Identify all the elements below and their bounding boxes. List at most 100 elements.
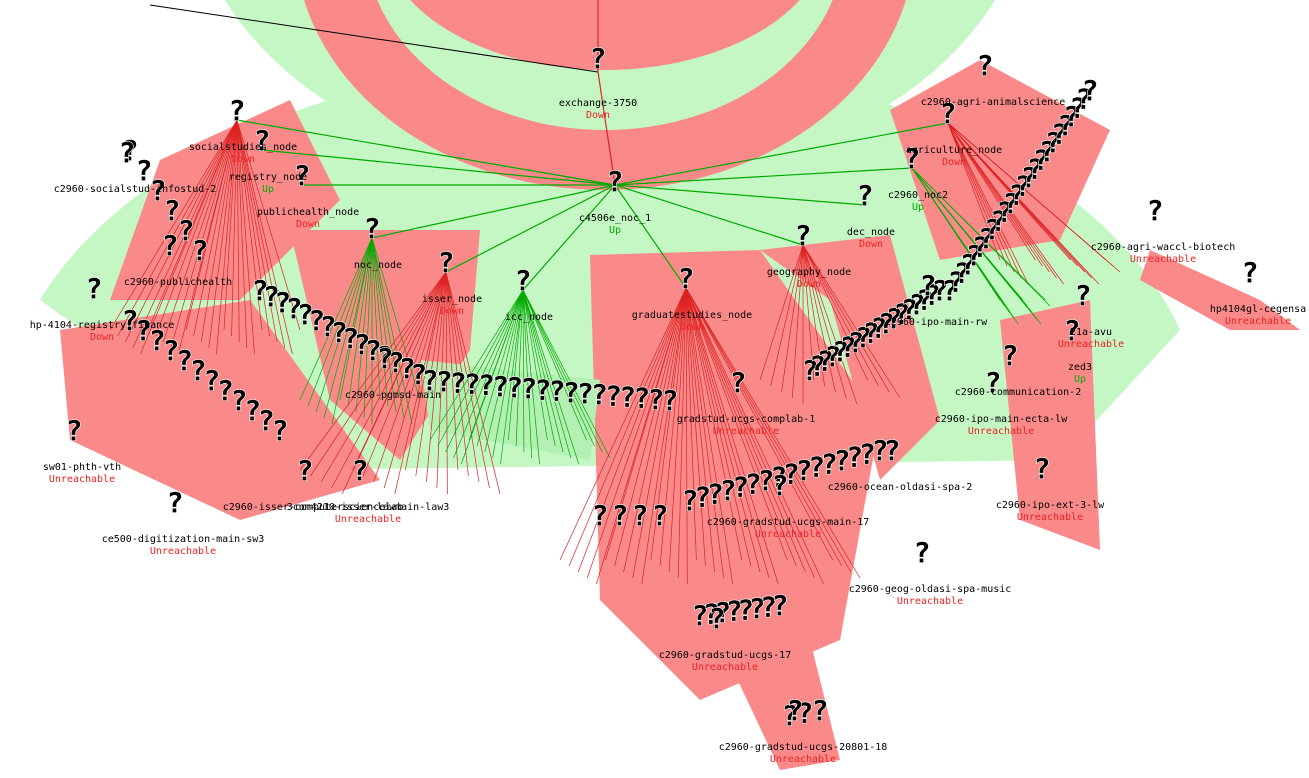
question-mark-icon[interactable]: ? [661,383,679,417]
question-mark-icon[interactable]: ? [163,193,181,227]
question-mark-icon[interactable]: ? [651,498,669,532]
question-mark-icon[interactable]: ? [589,41,607,75]
question-mark-icon[interactable]: ? [977,221,995,255]
question-mark-icon[interactable]: ? [744,467,762,501]
question-mark-icon[interactable]: ? [833,443,851,477]
question-mark-icon[interactable]: ? [633,381,651,415]
question-mark-icon[interactable]: ? [520,372,538,406]
question-mark-icon[interactable]: ? [262,279,280,313]
question-mark-icon[interactable]: ? [1032,143,1050,177]
question-mark-icon[interactable]: ? [984,213,1002,247]
question-mark-icon[interactable]: ? [1057,108,1075,142]
question-mark-icon[interactable]: ? [514,263,532,297]
question-mark-icon[interactable]: ? [463,367,481,401]
question-mark-icon[interactable]: ? [862,316,880,350]
question-mark-icon[interactable]: ? [253,123,271,157]
question-mark-icon[interactable]: ? [931,273,949,307]
question-mark-icon[interactable]: ? [1020,160,1038,194]
question-mark-icon[interactable]: ? [990,204,1008,238]
question-mark-icon[interactable]: ? [135,313,153,347]
question-mark-icon[interactable]: ? [708,601,726,635]
question-mark-icon[interactable]: ? [760,590,778,624]
question-mark-icon[interactable]: ? [606,164,624,198]
question-mark-icon[interactable]: ? [971,230,989,264]
question-mark-icon[interactable]: ? [548,374,566,408]
question-mark-icon[interactable]: ? [877,306,895,340]
question-mark-icon[interactable]: ? [437,245,455,279]
question-mark-icon[interactable]: ? [257,403,275,437]
question-mark-icon[interactable]: ? [203,363,221,397]
question-mark-icon[interactable]: ? [85,271,103,305]
question-mark-icon[interactable]: ? [590,378,608,412]
question-mark-icon[interactable]: ? [858,437,876,471]
question-mark-icon[interactable]: ? [1002,186,1020,220]
question-mark-icon[interactable]: ? [353,327,371,361]
question-mark-icon[interactable]: ? [782,457,800,491]
question-mark-icon[interactable]: ? [794,218,812,252]
question-mark-icon[interactable]: ? [534,373,552,407]
question-mark-icon[interactable]: ? [421,363,439,397]
question-mark-icon[interactable]: ? [1026,152,1044,186]
question-mark-icon[interactable]: ? [1063,313,1081,347]
question-mark-icon[interactable]: ? [376,341,394,375]
question-mark-icon[interactable]: ? [319,309,337,343]
question-mark-icon[interactable]: ? [732,470,750,504]
question-mark-icon[interactable]: ? [191,233,209,267]
question-mark-icon[interactable]: ? [244,393,262,427]
question-mark-icon[interactable]: ? [900,292,918,326]
question-mark-icon[interactable]: ? [65,413,83,447]
question-mark-icon[interactable]: ? [781,698,799,732]
question-mark-icon[interactable]: ? [228,93,246,127]
question-mark-icon[interactable]: ? [611,498,629,532]
question-mark-icon[interactable]: ? [296,297,314,331]
question-mark-icon[interactable]: ? [771,468,789,502]
question-mark-icon[interactable]: ? [161,228,179,262]
question-mark-icon[interactable]: ? [293,158,311,192]
question-mark-icon[interactable]: ? [604,379,622,413]
question-mark-icon[interactable]: ? [809,349,827,383]
question-mark-icon[interactable]: ? [118,135,136,169]
question-mark-icon[interactable]: ? [856,178,874,212]
question-mark-icon[interactable]: ? [251,273,269,307]
question-mark-icon[interactable]: ? [771,588,789,622]
question-mark-icon[interactable]: ? [923,278,941,312]
question-mark-icon[interactable]: ? [725,594,743,628]
question-mark-icon[interactable]: ? [737,593,755,627]
question-mark-icon[interactable]: ? [435,365,453,399]
question-mark-icon[interactable]: ? [919,268,937,302]
question-mark-icon[interactable]: ? [681,483,699,517]
question-mark-icon[interactable]: ? [351,453,369,487]
question-mark-icon[interactable]: ? [631,498,649,532]
question-mark-icon[interactable]: ? [149,173,167,207]
question-mark-icon[interactable]: ? [847,325,865,359]
question-mark-icon[interactable]: ? [1069,91,1087,125]
question-mark-icon[interactable]: ? [162,333,180,367]
question-mark-icon[interactable]: ? [719,473,737,507]
question-mark-icon[interactable]: ? [647,382,665,416]
question-mark-icon[interactable]: ? [230,383,248,417]
question-mark-icon[interactable]: ? [757,463,775,497]
question-mark-icon[interactable]: ? [854,320,872,354]
question-mark-icon[interactable]: ? [1081,73,1099,107]
question-mark-icon[interactable]: ? [811,693,829,727]
question-mark-icon[interactable]: ? [706,477,724,511]
question-mark-icon[interactable]: ? [729,365,747,399]
question-mark-icon[interactable]: ? [296,453,314,487]
question-mark-icon[interactable]: ? [965,239,983,273]
question-mark-icon[interactable]: ? [916,283,934,317]
question-mark-icon[interactable]: ? [121,303,139,337]
question-mark-icon[interactable]: ? [410,357,428,391]
question-mark-icon[interactable]: ? [177,213,195,247]
question-mark-icon[interactable]: ? [121,133,139,167]
question-mark-icon[interactable]: ? [883,433,901,467]
question-mark-icon[interactable]: ? [748,591,766,625]
question-mark-icon[interactable]: ? [996,195,1014,229]
question-mark-icon[interactable]: ? [1033,451,1051,485]
question-mark-icon[interactable]: ? [308,303,326,337]
question-mark-icon[interactable]: ? [846,440,864,474]
question-mark-icon[interactable]: ? [1044,126,1062,160]
question-mark-icon[interactable]: ? [885,302,903,336]
question-mark-icon[interactable]: ? [984,365,1002,399]
question-mark-icon[interactable]: ? [562,375,580,409]
question-mark-icon[interactable]: ? [216,373,234,407]
